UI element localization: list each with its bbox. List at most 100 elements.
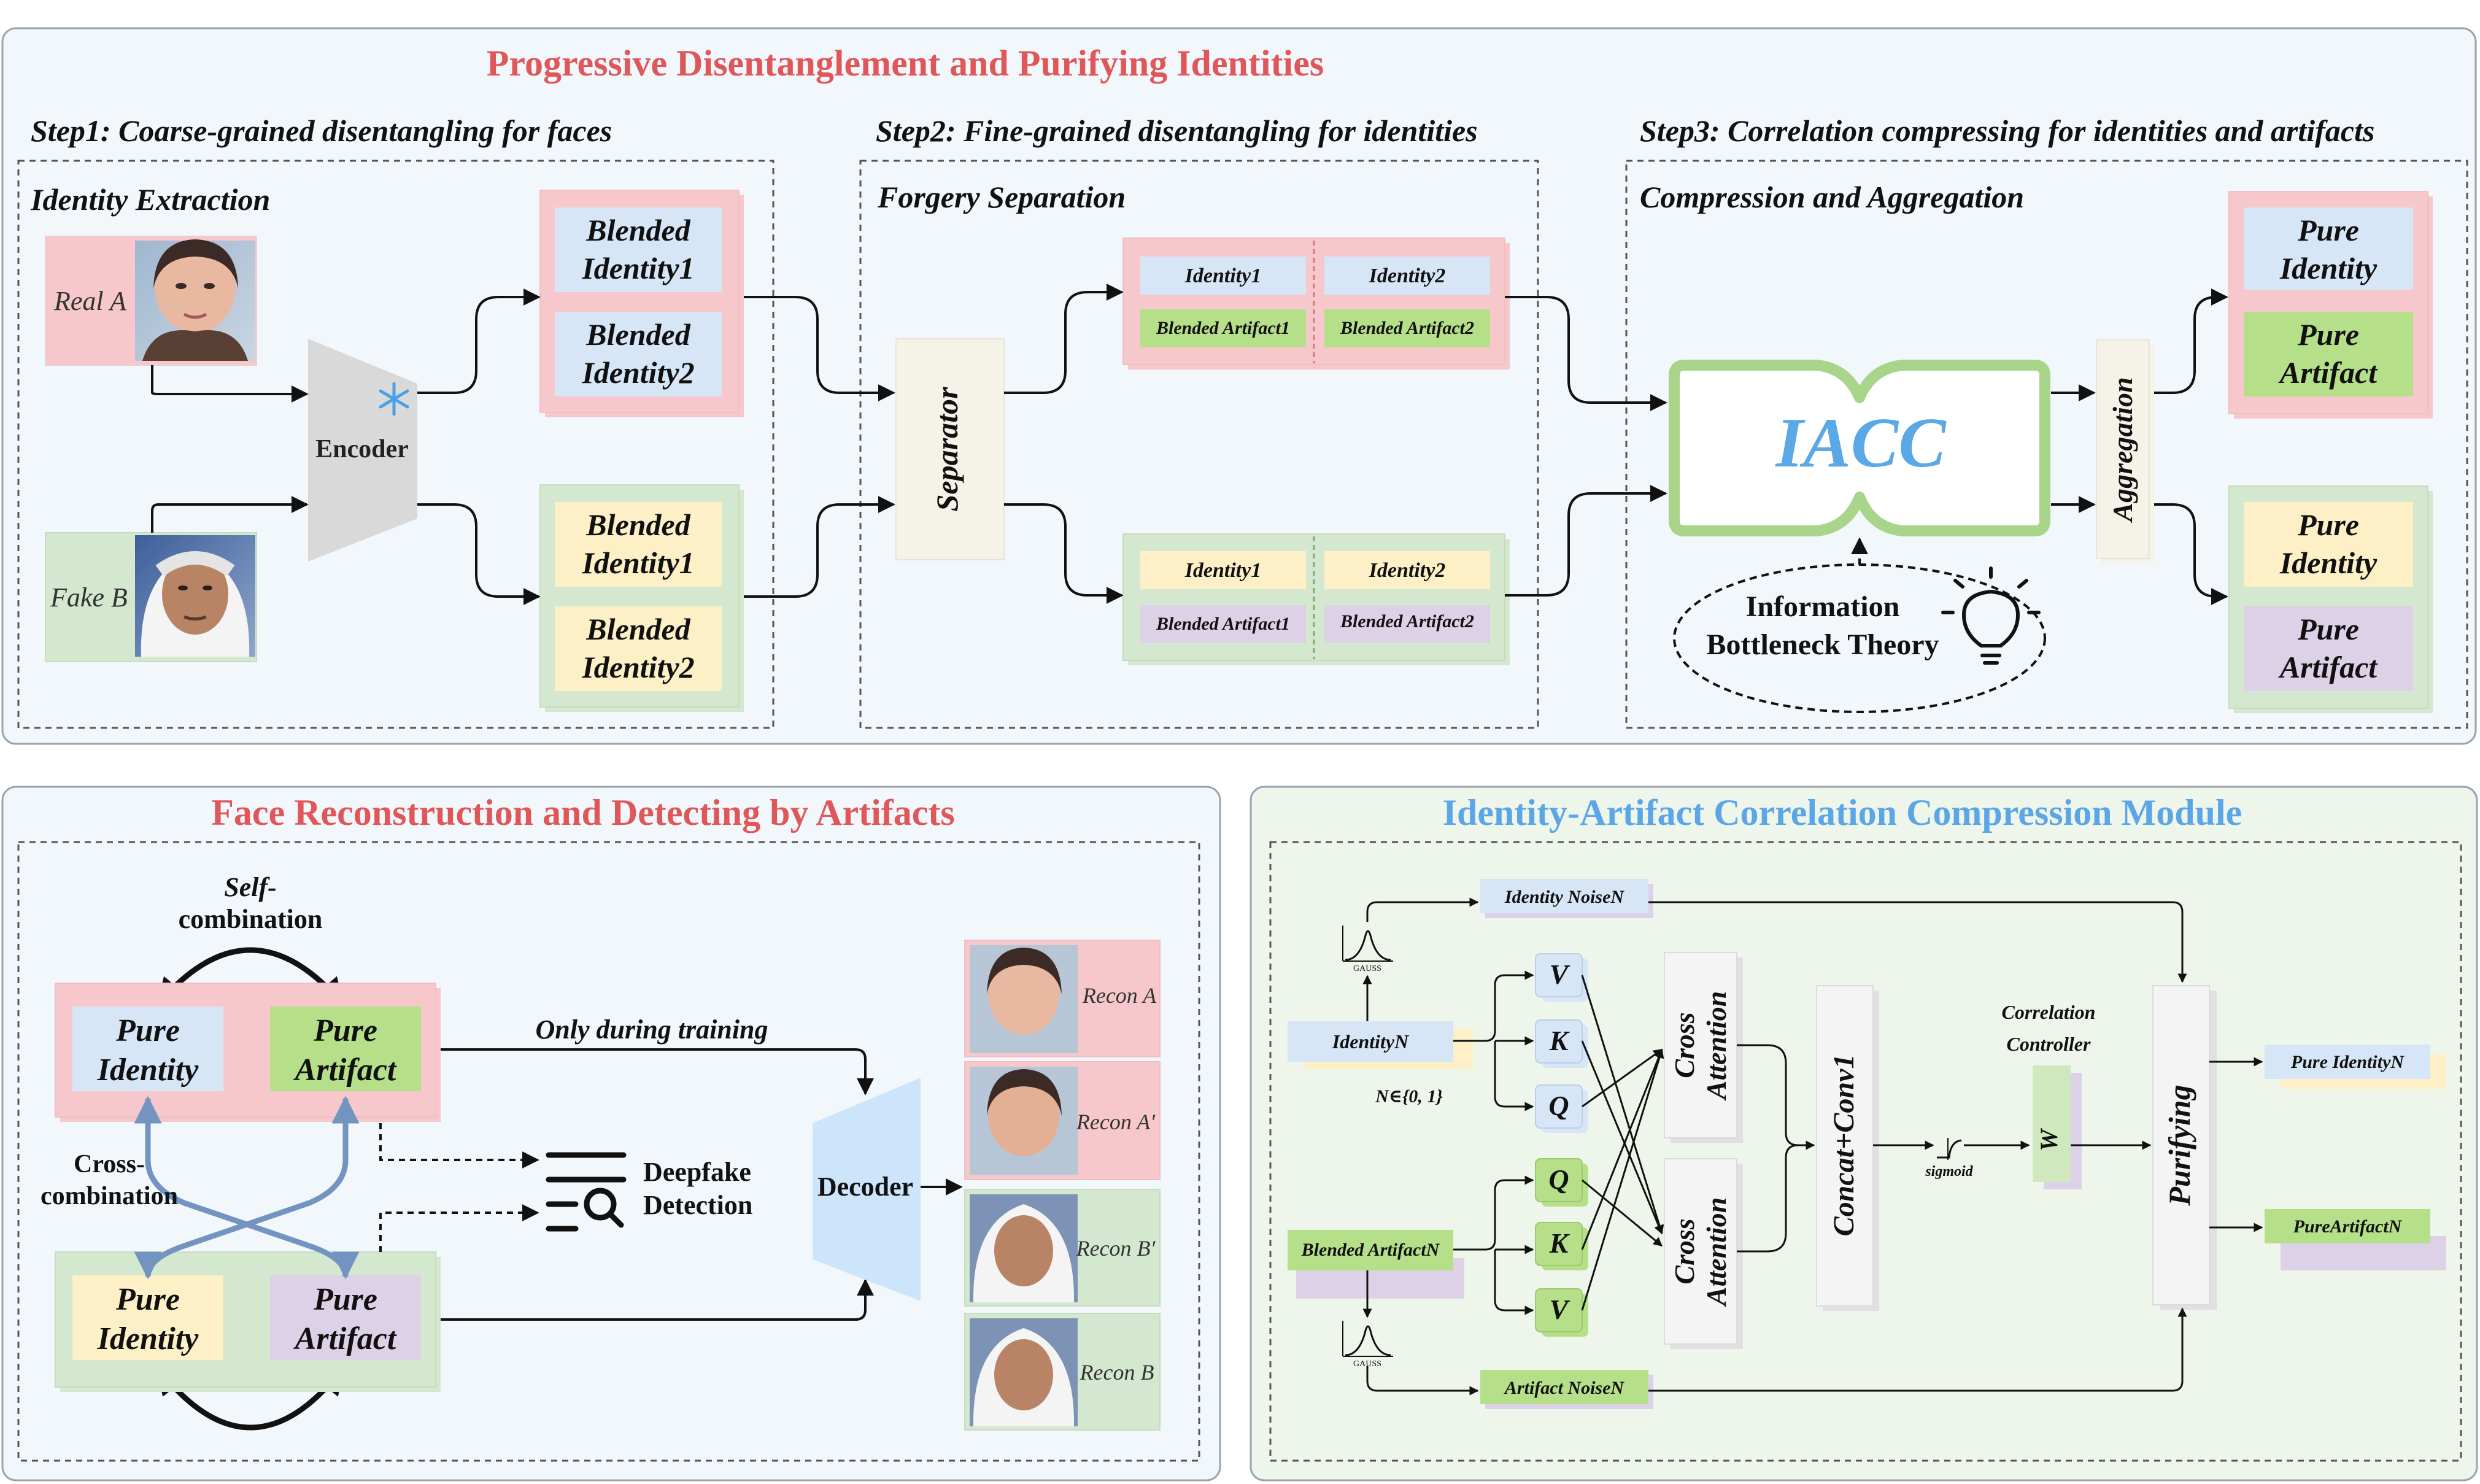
gauss-bottom-label: GAUSS: [1353, 1359, 1381, 1369]
blended2g-line1: Blended: [585, 612, 690, 646]
step3-heading: Step3: Correlation compressing for ident…: [1640, 114, 2374, 148]
bottom-left-title: Face Reconstruction and Detecting by Art…: [211, 792, 954, 833]
bottom-left-panel: Face Reconstruction and Detecting by Art…: [1, 786, 1221, 1482]
w-label: W: [2035, 1128, 2063, 1151]
recon-a-prime-card: Recon A′: [964, 1061, 1161, 1180]
cross-combination-l1: Cross-: [74, 1150, 145, 1178]
pure-identity-n-label: Pure IdentityN: [2290, 1052, 2405, 1072]
lightbulb-icon: [1941, 566, 2041, 665]
document-search-icon: [546, 1152, 627, 1232]
iacc-label: IACC: [1774, 404, 1947, 482]
aggregation: Aggregation: [2096, 339, 2154, 563]
blended-artifact-n-label: Blended ArtifactN: [1301, 1240, 1440, 1260]
recon-a-label: Recon A: [1082, 983, 1157, 1008]
step2-subheading: Forgery Separation: [877, 180, 1126, 214]
step1-frame: [17, 160, 775, 729]
bl-pure-identity-bottom-l2: Identity: [97, 1321, 199, 1356]
fake-b-label: Fake B: [50, 582, 128, 613]
gauss-top-label: GAUSS: [1353, 964, 1381, 973]
pure-art-pink-l1: Pure: [2297, 317, 2359, 352]
decoder-label: Decoder: [817, 1172, 913, 1202]
identity-noise-label: Identity NoiseN: [1504, 887, 1624, 907]
purifying-label: Purifying: [2162, 1084, 2196, 1206]
pure-id-green-l1: Pure: [2297, 508, 2359, 542]
snowflake-icon: [379, 382, 409, 416]
blended2g-line2: Identity2: [581, 650, 694, 684]
sep-identity1-g: Identity1: [1184, 559, 1262, 582]
blended2-line2: Identity2: [581, 355, 694, 390]
recon-a-prime-label: Recon A′: [1076, 1110, 1156, 1134]
detection-l2: Detection: [643, 1190, 752, 1220]
blended1-line2: Identity1: [581, 251, 694, 285]
purifying: Purifying: [2152, 985, 2217, 1310]
cross-attention-bottom: Cross Attention: [1664, 1158, 1743, 1349]
self-combination-arc-top: [156, 947, 345, 1007]
bl-pure-artifact-top-l1: Pure: [313, 1013, 377, 1048]
bl-pure-identity-top-l2: Identity: [97, 1053, 199, 1088]
qkv-bottom-2: V: [1550, 1294, 1570, 1325]
sep-identity1: Identity1: [1184, 265, 1262, 287]
recon-b-prime-card: Recon B′: [964, 1189, 1161, 1307]
n-set-label: N∈{0, 1}: [1375, 1086, 1443, 1107]
concat-label: Concat+Conv1: [1828, 1054, 1860, 1237]
bottom-right-panel: Identity-Artifact Correlation Compressio…: [1250, 786, 2478, 1482]
fake-b-box: Fake B: [45, 532, 257, 662]
sep-artifact1-g: Blended Artifact1: [1156, 614, 1290, 634]
cross-combination-arrows: [134, 1096, 360, 1280]
gaussian-top-icon: GAUSS: [1342, 926, 1393, 973]
blended-identity-pink-group: Blended Identity1 Blended Identity2: [539, 190, 744, 417]
step3-frame: [1625, 160, 2468, 729]
controller-l2: Controller: [2007, 1033, 2091, 1055]
self-combination-arc-bottom: [156, 1366, 345, 1431]
cross-combination-l2: combination: [41, 1182, 178, 1210]
recon-b-label: Recon B: [1080, 1360, 1154, 1385]
pure-green-group: Pure Identity Pure Artifact: [2228, 485, 2433, 713]
encoder: Encoder: [308, 339, 417, 562]
sep-artifact2-g: Blended Artifact2: [1340, 611, 1474, 632]
blended2-line1: Blended: [585, 317, 690, 352]
pure-id-green-l2: Identity: [2279, 546, 2378, 580]
artifact-noise-label: Artifact NoiseN: [1504, 1378, 1624, 1398]
blended1g-line1: Blended: [585, 508, 690, 542]
cross-attention-top: Cross Attention: [1664, 952, 1743, 1143]
cross-attn-top-l1: Cross: [1669, 1012, 1700, 1078]
pure-id-pink-l1: Pure: [2297, 213, 2359, 247]
recon-a-card: Recon A: [964, 940, 1161, 1057]
separated-pink-group: Identity1 Identity2 Blended Artifact1 Bl…: [1122, 238, 1510, 369]
step2-frame: [859, 160, 1539, 729]
bottom-right-title: Identity-Artifact Correlation Compressio…: [1443, 792, 2242, 833]
identity-n-label: IdentityN: [1332, 1030, 1410, 1053]
separator-label: Separator: [930, 387, 964, 511]
sep-identity2-g: Identity2: [1369, 559, 1446, 582]
w-controller: W: [2033, 1065, 2082, 1189]
blended1g-line2: Identity1: [581, 546, 694, 580]
pure-id-pink-l2: Identity: [2279, 251, 2378, 285]
qkv-top-0: V: [1550, 959, 1570, 990]
controller-l1: Correlation: [2002, 1001, 2096, 1023]
sep-identity2: Identity2: [1369, 265, 1446, 287]
bl-pure-identity-bottom-l1: Pure: [115, 1282, 180, 1317]
bl-pure-artifact-bottom-l2: Artifact: [293, 1321, 397, 1356]
step1-heading: Step1: Coarse-grained disentangling for …: [31, 114, 612, 148]
top-panel-title: Progressive Disentanglement and Purifyin…: [487, 43, 1324, 83]
self-combination-l2: combination: [179, 904, 323, 934]
only-training-label: Only during training: [535, 1014, 768, 1045]
qkv-top-1: K: [1549, 1025, 1570, 1056]
top-connectors: [151, 284, 2228, 605]
qkv-bottom-0: Q: [1548, 1164, 1569, 1195]
step2-heading: Step2: Fine-grained disentangling for id…: [876, 114, 1478, 148]
pure-art-green-l2: Artifact: [2278, 650, 2378, 684]
qkv-top-2: Q: [1548, 1090, 1569, 1121]
face-photo-real-a: [135, 239, 255, 361]
real-a-label: Real A: [53, 286, 127, 316]
bl-connectors: [379, 1048, 963, 1321]
separator: Separator: [895, 338, 1005, 560]
sep-artifact1: Blended Artifact1: [1156, 318, 1290, 338]
gaussian-bottom-icon: GAUSS: [1342, 1321, 1393, 1369]
separated-green-group: Identity1 Identity2 Blended Artifact1 Bl…: [1122, 533, 1510, 665]
step1-subheading: Identity Extraction: [30, 182, 270, 217]
cross-attn-bottom-l1: Cross: [1669, 1218, 1700, 1284]
bl-pure-artifact-top-l2: Artifact: [293, 1053, 397, 1088]
blended-identity-green-group: Blended Identity1 Blended Identity2: [539, 484, 744, 712]
detection-l1: Deepfake: [643, 1157, 751, 1187]
